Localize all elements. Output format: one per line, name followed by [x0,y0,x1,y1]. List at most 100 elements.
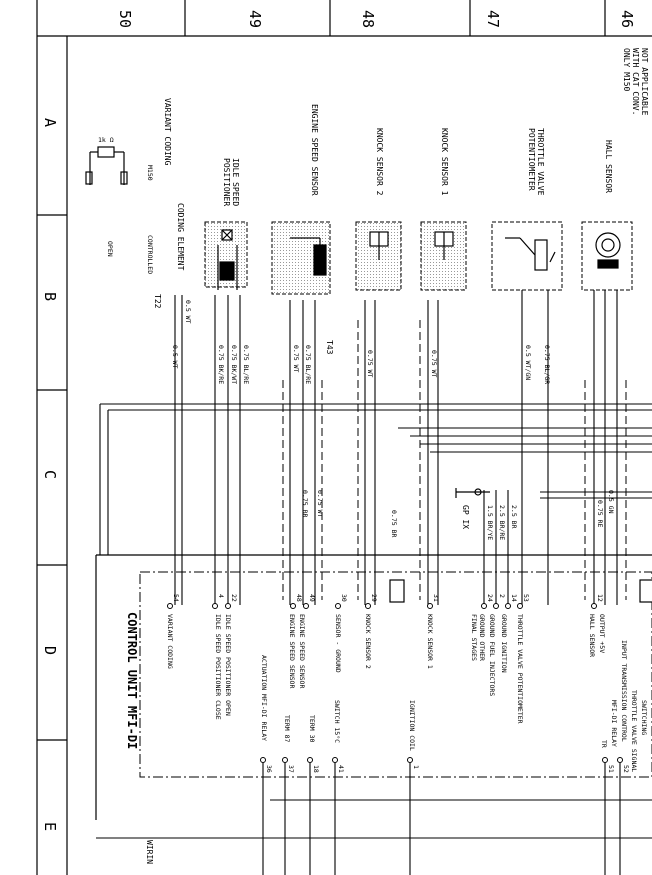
fn-knock-1: KNOCK SENSOR 1 [426,614,434,669]
fn-knock-2: KNOCK SENSOR 2 [364,614,372,669]
wire-throttle-2: 0.5 WT/GN [524,345,532,380]
label-knock-1: KNOCK SENSOR 1 [440,128,449,196]
label-resistor: 1k Ω [98,136,114,144]
label-idle-speed-1: IDLE SPEED [231,158,240,206]
row-c: C [41,470,59,479]
pin-54: 54 [172,594,180,602]
wire-speed-3: 0.75 WT [292,345,300,372]
pin-22: 22 [230,594,238,602]
label-m150: M150 [146,165,154,181]
fn-eng-1: ENGINE SPEED SENSOR [288,614,296,688]
wire-hall-2: 0.75 RE [596,500,604,527]
wire-knock-1: 0.75 WT [430,350,438,377]
label-open: OPEN [106,241,114,257]
component-labels: VARIANT CODING M150 IDLE SPEED POSITIONE… [98,98,613,864]
fn-term-30: TERM 30 [308,715,316,742]
note-line-1: NOT APPLICABLE [640,48,649,116]
sensor-wires [174,290,618,605]
wire-idle-2: 0.75 BK/WT [230,345,238,384]
wire-knock-2b: 0.75 BR [390,510,398,537]
column-48: 48 [359,10,377,28]
pin-18: 18 [312,765,320,773]
pin-circles [167,603,623,763]
pin-14: 14 [510,594,518,602]
label-coding-element: CODING ELEMENT [176,203,185,271]
wire-labels: 0.5 WT 0.5 WT 0.75 BL/RE 0.75 BK/WT 0.75… [171,300,615,540]
label-throttle-2: POTENTIOMETER [527,128,536,191]
column-46: 46 [618,10,636,28]
shielding [282,320,627,600]
pin-30: 30 [340,594,348,602]
wire-knock-2: 0.75 WT [366,350,374,377]
label-variant-coding: VARIANT CODING [163,98,172,166]
pin-36: 36 [265,765,273,773]
fn-final: FINAL STAGES [470,614,478,661]
wire-speed-1: 0.75 BL/RE [304,345,312,384]
pin-48: 48 [295,594,303,602]
label-wiring: WIRIN [145,840,154,864]
fn-input-trans: INPUT TRANSMISSION CONTROL [620,640,628,742]
not-applicable-note: NOT APPLICABLE WITH CAT CONV. ONLY M150 [622,48,649,116]
row-d: D [41,646,59,655]
pin-51: 51 [607,765,615,773]
pin-31: 31 [432,594,440,602]
connector-bar [95,554,652,820]
note-line-2: WITH CAT CONV. [631,48,640,115]
relay-boxes [389,579,652,603]
function-labels: VARIANT CODING IDLE SPEED POSITIONER CLO… [166,614,648,772]
fn-idle-open: IDLE SPEED POSITIONER OPEN [224,614,232,716]
wire-speed-2: 0.75 WT [316,490,324,517]
wire-gnd-3: 1.5 BR/YE [486,505,494,540]
row-a: A [41,118,59,127]
note-line-3: ONLY M150 [622,48,631,92]
label-t43: T43 [325,340,334,355]
wire-idle-1: 0.75 BL/RE [242,345,250,384]
fn-actuation: ACTUATION MFI-DI RELAY [260,655,268,741]
lower-wires [96,763,652,875]
label-throttle-1: THROTTLE VALVE [536,128,545,196]
ground-point [455,488,490,498]
fn-output: OUTPUT +5V [598,614,606,653]
pin-41: 41 [337,765,345,773]
pin-37: 37 [287,765,295,773]
control-unit-boundary [139,571,652,778]
fn-term-87: TERM 87 [283,715,291,742]
pin-12: 12 [596,594,604,602]
fn-throttle: THROTTLE VALVE POTENTIOMETER [516,614,524,724]
label-control-unit: CONTROL UNIT MFI-DI [125,612,139,749]
row-b: B [41,292,59,301]
fn-switch-15: SWITCH 15°C [333,700,341,743]
wire-gnd-1: 2.5 BR [510,505,518,529]
label-idle-speed-2: POSITIONER [222,158,231,206]
label-knock-2: KNOCK SENSOR 2 [375,128,384,196]
row-e: E [41,822,59,831]
fn-sensor-gnd: SENSOR - GROUND [334,614,342,673]
wire-gnd-2: 2.5 BR/RE [498,505,506,540]
wire-coding: 0.5 WT [184,300,192,324]
frame [36,0,652,875]
label-gp-ix: GP IX [461,505,470,529]
pin-49: 49 [308,594,316,602]
fn-idle-close: IDLE SPEED POSITIONER CLOSE [214,614,222,720]
fn-tr: TR [600,740,608,748]
wire-coding-2: 0.5 WT [171,345,179,369]
fn-variant-coding: VARIANT CODING [166,614,174,669]
pin-1: 1 [412,765,420,769]
fn-switching: SWITCHING [640,700,648,735]
pin-4: 4 [217,594,225,598]
fn-hall: HALL SENSOR [588,614,596,657]
column-numbers: 50 49 48 47 46 [116,10,636,28]
pin-52: 52 [622,765,630,773]
wire-speed-4: 0.75 BR [301,490,309,517]
label-t22: T22 [153,294,162,309]
fn-gnd-other: GROUND OTHER [478,614,486,661]
row-letters: A B C D E [41,118,59,831]
column-47: 47 [484,10,502,28]
pin-53: 53 [522,594,530,602]
fn-mfi-relay: MFI-DI RELAY [610,700,618,747]
wire-idle-3: 0.75 BK/RE [217,345,225,384]
component-boxes [204,221,633,295]
component-internals [217,229,621,290]
label-controlled: CONTROLLED [146,235,154,274]
